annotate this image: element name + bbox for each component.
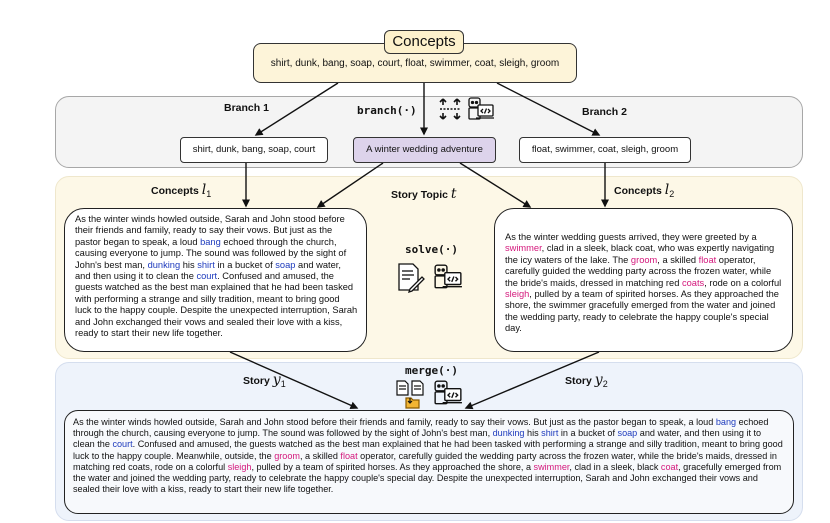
story-text-segment: . Confused and amused, the guests watche… — [73, 439, 783, 461]
story-text-segment: and water, and then using it to clean th… — [75, 259, 341, 282]
keyword-branch1: shirt — [541, 428, 559, 439]
story-topic-box: A winter wedding adventure — [353, 137, 496, 163]
story-text-segment: , a skilled — [299, 450, 341, 461]
story-text-segment: . Confused and amused, the guests watche… — [75, 271, 358, 339]
branch2-concepts-box: float, swimmer, coat, sleigh, groom — [519, 137, 691, 163]
story-text-segment: , pulled by a team of spirited horses. A… — [505, 289, 779, 334]
documents-folder-icon — [396, 380, 424, 409]
keyword-branch1: dunking — [147, 259, 181, 270]
solve-function-label: solve(·) — [405, 243, 458, 256]
merged-story-text: As the winter winds howled outside, Sara… — [64, 410, 794, 514]
story-text-segment: , clad in a sleek, black — [569, 461, 661, 472]
story1-label: Story y1 — [243, 372, 286, 390]
story-text-segment: As the winter winds howled outside, Sara… — [73, 417, 716, 427]
keyword-branch2: sleigh — [227, 461, 252, 472]
keyword-branch1: soap — [275, 259, 296, 270]
story-text-segment: operator, carefully guided the wedding p… — [505, 254, 772, 288]
robot-laptop-icon — [434, 380, 462, 405]
split-arrows-icon — [439, 98, 461, 120]
arrow-story2-to-merged — [464, 351, 600, 410]
story-text-segment: , pulled by a team of spirited horses. A… — [251, 461, 534, 472]
arrow-concepts-to-branch2 — [496, 82, 601, 136]
branch1-concepts: shirt, dunk, bang, soap, court — [192, 144, 316, 155]
story-text-segment: and water, and then using it to clean th… — [73, 428, 762, 450]
story-text-segment: , a skilled — [657, 254, 699, 265]
concepts-title: Concepts — [384, 30, 464, 54]
keyword-branch2: swimmer — [505, 243, 542, 254]
story-text-segment: operator, carefully guided the wedding p… — [73, 450, 777, 472]
story-topic-label: Story Topic t — [391, 186, 457, 202]
keyword-branch2: swimmer — [533, 461, 570, 472]
keyword-branch2: coat — [660, 461, 679, 472]
branch1-concepts-box: shirt, dunk, bang, soap, court — [180, 137, 328, 163]
story-text-segment: As the winter winds howled outside, Sara… — [75, 214, 345, 247]
story-text-segment: in a bucket of — [558, 428, 618, 439]
story-topic: A winter wedding adventure — [366, 144, 483, 155]
keyword-branch1: soap — [617, 428, 638, 439]
keyword-branch2: float — [340, 450, 358, 461]
arrow-topic-to-story1 — [316, 162, 384, 208]
story-text-segment: , rode on a colorful — [704, 277, 782, 288]
branch2-concepts: float, swimmer, coat, sleigh, groom — [531, 144, 679, 155]
keyword-branch1: bang — [200, 236, 221, 247]
concepts-list: shirt, dunk, bang, soap, court, float, s… — [270, 58, 560, 69]
robot-laptop-icon — [434, 264, 462, 289]
keyword-branch2: coats — [681, 277, 705, 288]
robot-laptop-icon — [468, 97, 494, 120]
keyword-branch1: dunking — [492, 428, 525, 439]
story2-text: As the winter wedding guests arrived, th… — [494, 208, 793, 352]
story2-label: Story y2 — [565, 372, 608, 390]
keyword-branch2: groom — [630, 254, 658, 265]
branch2-label: Branch 2 — [582, 106, 627, 118]
branch1-label: Branch 1 — [224, 102, 269, 114]
story-text-segment: his — [524, 428, 542, 439]
keyword-branch1: court — [196, 271, 218, 282]
keyword-branch1: court — [112, 439, 133, 450]
story-text-segment: his — [180, 259, 198, 270]
keyword-branch1: shirt — [197, 259, 215, 270]
story-text-segment: in a bucket of — [214, 259, 276, 270]
branch-function-label: branch(·) — [357, 104, 417, 117]
concepts2-label: Concepts l2 — [614, 182, 675, 200]
keyword-branch2: float — [698, 254, 717, 265]
keyword-branch2: sleigh — [505, 289, 530, 300]
story-text-segment: echoed through the church, causing every… — [75, 236, 347, 270]
keyword-branch2: groom — [274, 450, 300, 461]
concepts1-label: Concepts l1 — [151, 182, 212, 200]
keyword-branch1: bang — [715, 417, 737, 427]
story-text-segment: , gracefully emerged from the water and … — [73, 461, 782, 495]
merge-function-label: merge(·) — [405, 364, 458, 377]
story-text-segment: echoed through the church, causing every… — [73, 417, 769, 439]
document-pen-icon — [398, 263, 425, 294]
story-text-segment: , clad in a sleek, black coat, who was e… — [505, 243, 775, 265]
story-text-segment: As the winter wedding guests arrived, th… — [505, 232, 757, 242]
arrow-concepts-to-branch1 — [254, 82, 339, 136]
arrow-story1-to-merged — [229, 351, 359, 410]
story1-text: As the winter winds howled outside, Sara… — [64, 208, 367, 352]
arrow-topic-to-story2 — [459, 162, 532, 208]
